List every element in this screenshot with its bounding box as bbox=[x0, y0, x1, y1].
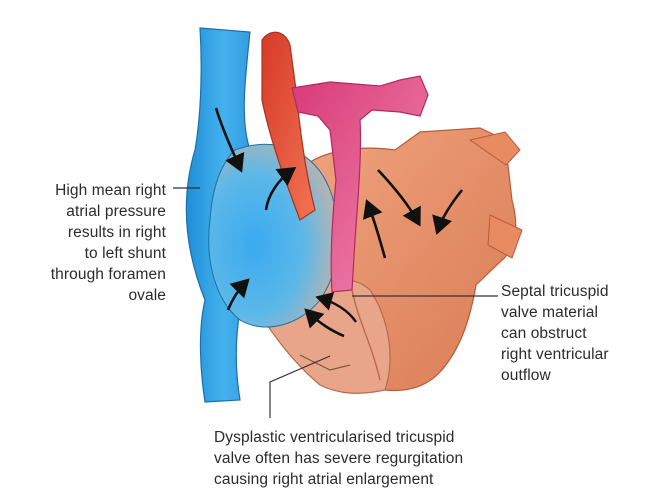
right-atrium bbox=[209, 144, 339, 327]
annotation-dysplastic-tricuspid-valve: Dysplastic ventricularised tricuspid val… bbox=[214, 427, 614, 490]
annotation-septal-valve-obstruction: Septal tricuspid valve material can obst… bbox=[501, 281, 649, 386]
annotation-foramen-ovale-shunt: High mean right atrial pressure results … bbox=[4, 180, 166, 306]
